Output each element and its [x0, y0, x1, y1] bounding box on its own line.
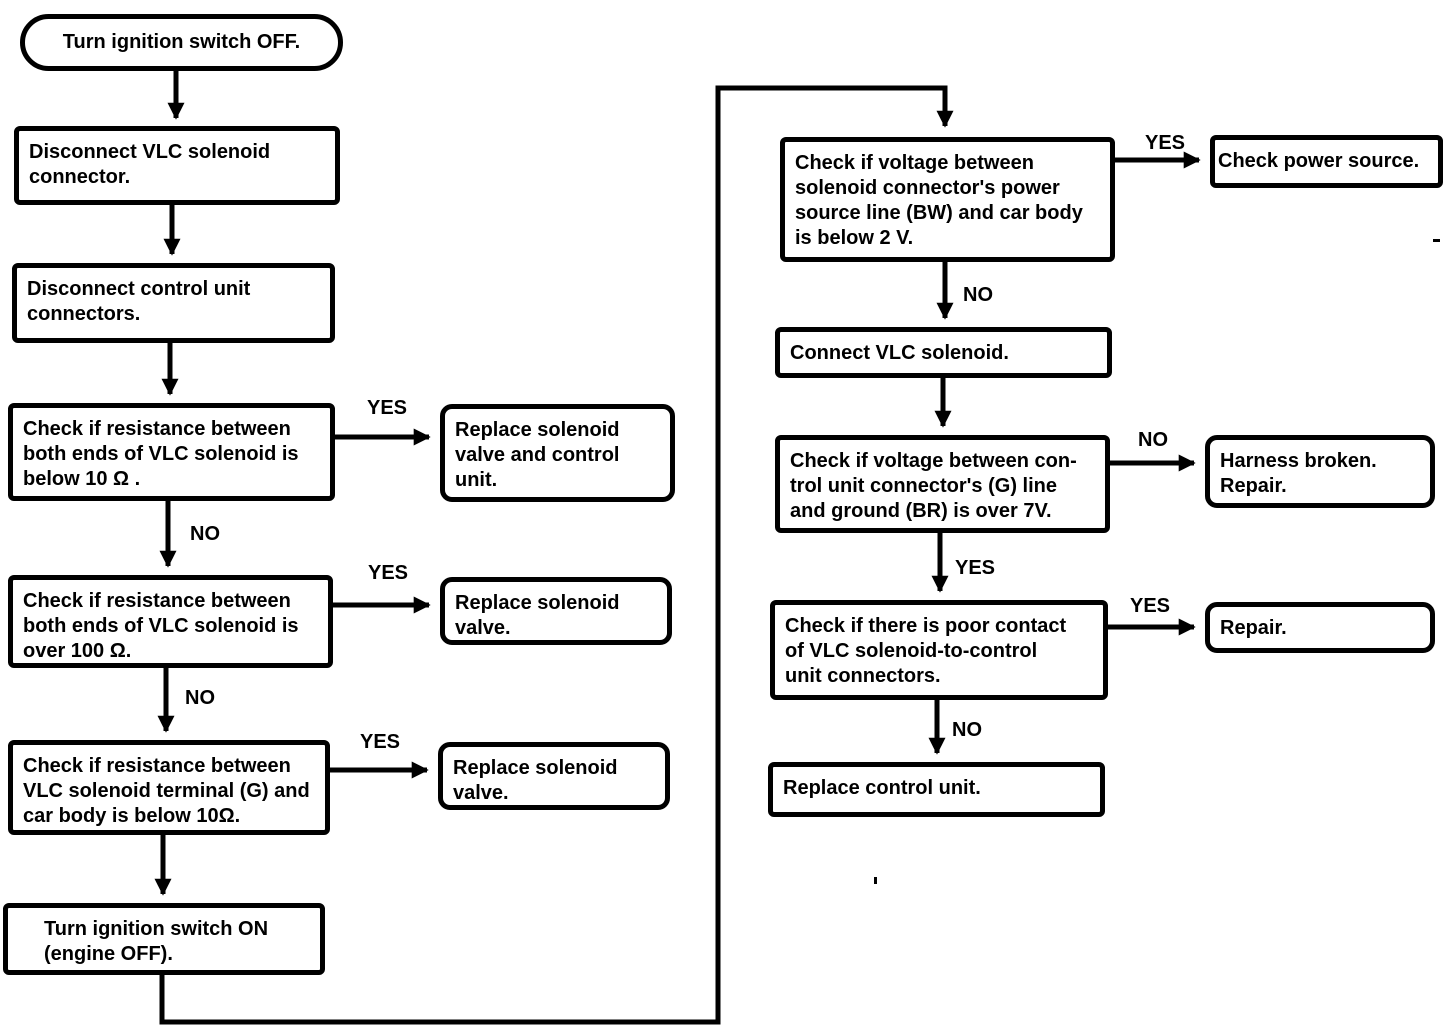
edge-label-no: NO: [1138, 429, 1168, 451]
node-replace-valve-and-control-unit: Replace solenoid valve and control unit.: [440, 404, 675, 502]
node-check-voltage-below-2v: Check if voltage between solenoid connec…: [780, 137, 1115, 262]
node-check-resistance-below-10: Check if resistance between both ends of…: [8, 403, 335, 501]
node-label: Replace solenoid valve.: [453, 757, 618, 804]
edge-label-yes: YES: [367, 397, 408, 419]
node-repair: Repair.: [1205, 602, 1435, 653]
node-check-poor-contact: Check if there is poor contact of VLC so…: [770, 600, 1108, 700]
node-replace-valve-1: Replace solenoid valve.: [440, 577, 672, 645]
node-disconnect-solenoid: Disconnect VLC solenoid connector.: [14, 126, 340, 205]
node-label: Check power source.: [1218, 150, 1420, 172]
node-check-power-source: Check power source.: [1210, 135, 1443, 188]
node-replace-control-unit: Replace control unit.: [768, 762, 1105, 817]
scan-speck: [1433, 239, 1440, 242]
node-label: Disconnect VLC solenoid connector.: [29, 141, 271, 188]
node-start-terminator: Turn ignition switch OFF.: [20, 14, 343, 71]
edge-label-yes: YES: [1130, 595, 1171, 617]
edge-label-yes: YES: [368, 562, 409, 584]
node-label: Check if there is poor contact of VLC so…: [785, 615, 1067, 687]
node-label: Replace solenoid valve and control unit.: [455, 419, 620, 491]
edge-label-yes: YES: [1145, 132, 1186, 154]
node-label: Turn ignition switch OFF.: [62, 31, 301, 53]
edge-label-no: NO: [952, 719, 982, 741]
edge-label-yes: YES: [360, 731, 401, 753]
node-label: Check if voltage between solenoid connec…: [795, 152, 1083, 249]
node-label: Replace solenoid valve.: [455, 592, 620, 639]
node-label: Disconnect control unit connectors.: [27, 278, 251, 325]
node-label: Check if voltage between con- trol unit …: [790, 450, 1077, 522]
node-replace-valve-2: Replace solenoid valve.: [438, 742, 670, 810]
node-label: Repair.: [1220, 617, 1287, 639]
node-label: Harness broken. Repair.: [1220, 450, 1377, 497]
node-check-voltage-over-7v: Check if voltage between con- trol unit …: [775, 435, 1110, 533]
scan-speck: [874, 877, 877, 884]
node-connect-solenoid: Connect VLC solenoid.: [775, 327, 1112, 378]
node-check-resistance-over-100: Check if resistance between both ends of…: [8, 575, 333, 668]
node-check-terminal-to-body: Check if resistance between VLC solenoid…: [8, 740, 330, 835]
node-label: Replace control unit.: [783, 777, 981, 799]
edge-label-no: NO: [190, 523, 220, 545]
node-disconnect-control-unit: Disconnect control unit connectors.: [12, 263, 335, 343]
edge-label-yes: YES: [955, 557, 996, 579]
edge-label-no: NO: [963, 284, 993, 306]
node-label: Turn ignition switch ON (engine OFF).: [44, 918, 269, 965]
node-label: Check if resistance between both ends of…: [23, 418, 299, 490]
node-harness-broken-repair: Harness broken. Repair.: [1205, 435, 1435, 508]
node-label: Check if resistance between both ends of…: [23, 590, 299, 662]
node-label: Connect VLC solenoid.: [790, 342, 1009, 364]
node-ignition-on: Turn ignition switch ON (engine OFF).: [3, 903, 325, 975]
edge-label-no: NO: [185, 687, 215, 709]
node-label: Check if resistance between VLC solenoid…: [23, 755, 310, 827]
